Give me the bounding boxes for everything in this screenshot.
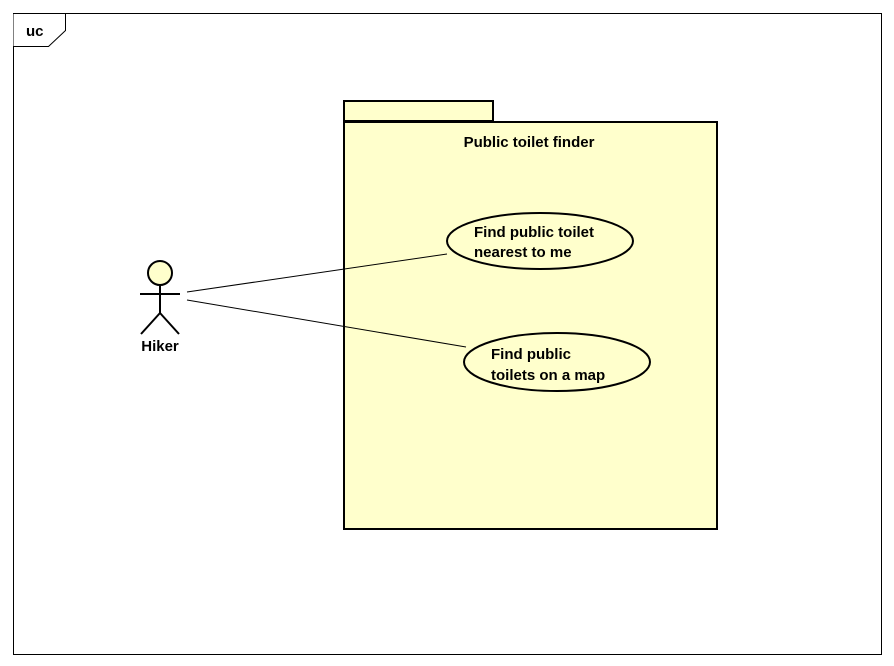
use-case-ellipse — [446, 212, 634, 270]
use-case-find-on-map[interactable]: Find public toilets on a map — [463, 332, 651, 392]
system-title: Public toilet finder — [464, 134, 595, 151]
package-tab — [343, 100, 494, 122]
actor-right-leg — [159, 312, 180, 335]
actor-left-leg — [140, 312, 161, 335]
system-boundary[interactable]: Public toilet finder — [343, 100, 718, 530]
actor-hiker[interactable]: Hiker — [140, 260, 180, 355]
association-line[interactable] — [186, 299, 467, 348]
use-case-label-line: Find public toilet — [474, 224, 594, 241]
association-line[interactable] — [186, 253, 448, 293]
package-body — [343, 121, 718, 530]
actor-name: Hiker — [141, 338, 179, 355]
frame-tag-box — [13, 13, 66, 47]
frame-tag: uc — [26, 23, 44, 40]
use-case-label-line: Find public — [491, 346, 571, 363]
use-case-label-line: nearest to me — [474, 244, 572, 261]
actor-head — [147, 260, 173, 286]
use-case-label-line: toilets on a map — [491, 367, 605, 384]
use-case-find-nearest[interactable]: Find public toilet nearest to me — [446, 212, 634, 270]
use-case-ellipse — [463, 332, 651, 392]
